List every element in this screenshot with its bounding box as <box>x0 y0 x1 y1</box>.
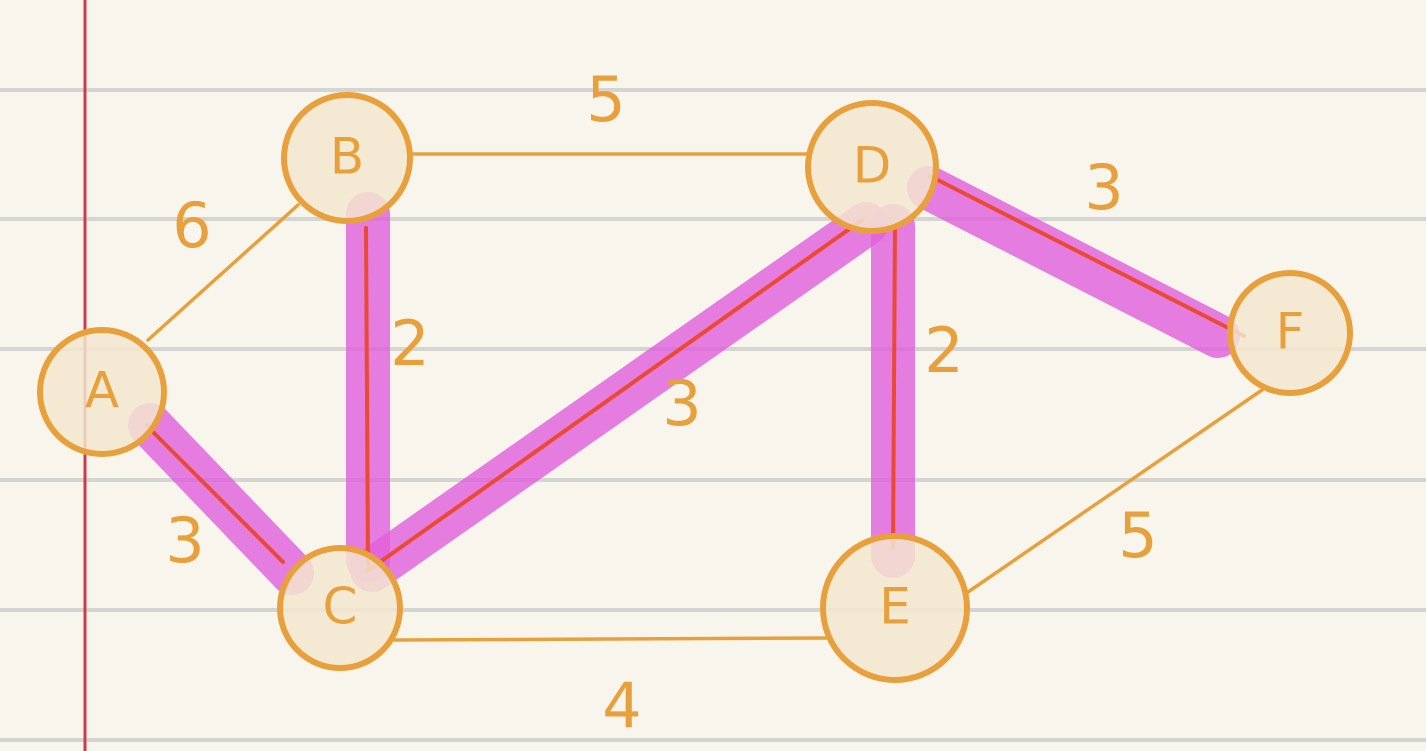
weight-label-b-d: 5 <box>586 63 625 136</box>
node-d: D <box>805 100 939 234</box>
node-layer: A B C D E F <box>37 92 1353 683</box>
weight-label-c-e: 4 <box>602 669 641 742</box>
highlight-d-f <box>907 166 1240 358</box>
node-circle <box>281 92 413 224</box>
node-circle <box>805 100 939 234</box>
node-label: D <box>853 137 892 195</box>
node-a: A <box>37 327 167 457</box>
highlight-core-c-d <box>364 218 864 574</box>
edge-c-e <box>393 636 830 642</box>
weight-label-c-d: 3 <box>662 367 701 440</box>
node-e: E <box>820 533 970 683</box>
node-label: E <box>879 578 911 636</box>
node-circle <box>1227 270 1353 396</box>
weight-label-d-e: 2 <box>924 314 963 387</box>
weight-layer: 6 3 2 5 3 4 2 3 5 <box>165 63 1157 742</box>
weight-label-a-b: 6 <box>172 189 211 262</box>
highlight-core-d-f <box>928 174 1246 338</box>
node-f: F <box>1227 270 1353 396</box>
node-circle <box>820 533 970 683</box>
node-label: A <box>85 362 119 420</box>
node-c: C <box>277 545 403 671</box>
highlight-core-a-c <box>145 424 285 564</box>
highlight-layer <box>128 166 1246 595</box>
highlight-core-d-e <box>891 224 897 550</box>
node-label: B <box>330 128 364 186</box>
highlight-c-d <box>350 202 888 592</box>
node-circle <box>277 545 403 671</box>
weight-label-d-f: 3 <box>1084 151 1123 224</box>
node-label: C <box>323 578 358 636</box>
weight-label-e-f: 5 <box>1118 499 1157 572</box>
node-label: F <box>1276 303 1305 361</box>
weight-label-a-c: 3 <box>165 504 204 577</box>
weight-label-b-c: 2 <box>390 307 429 380</box>
highlight-core-b-c <box>364 226 370 567</box>
node-b: B <box>281 92 413 224</box>
edge-e-f <box>966 388 1264 594</box>
node-circle <box>37 327 167 457</box>
edge-a-b <box>146 203 300 342</box>
